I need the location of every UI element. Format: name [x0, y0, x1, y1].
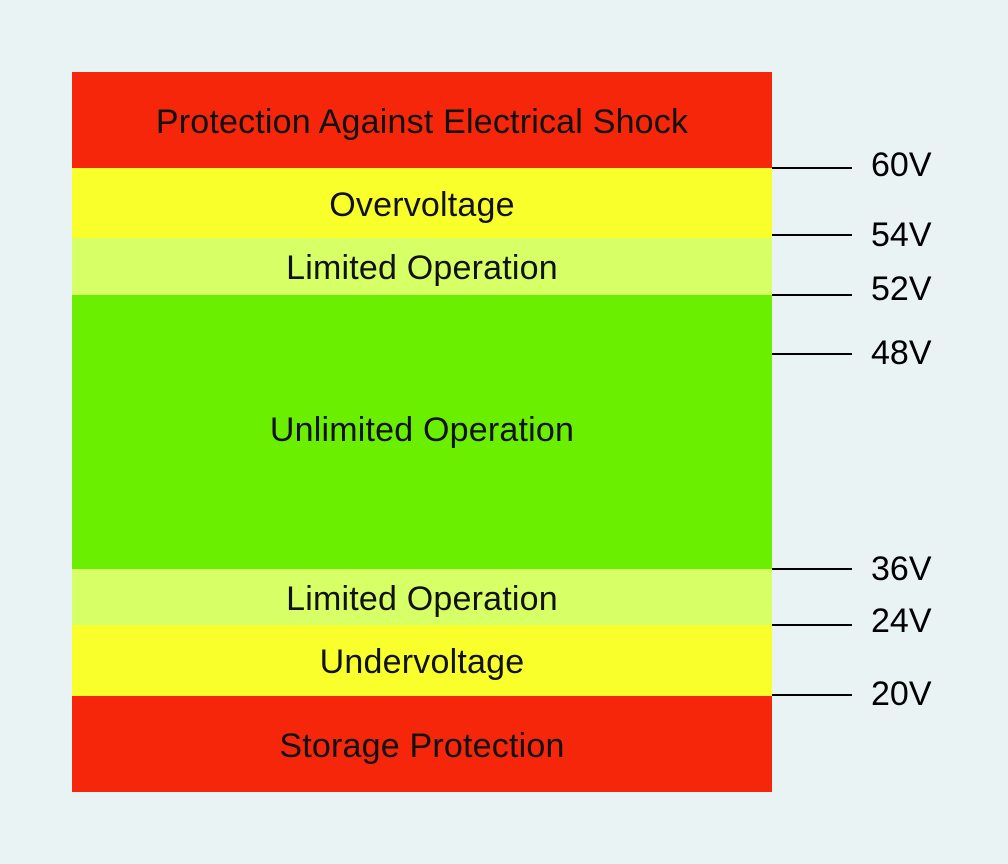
voltage-label-20v: 20V: [871, 675, 932, 713]
tick-line-20v: [772, 694, 852, 696]
band-unlimited-operation: Unlimited Operation: [72, 295, 772, 569]
band-overvoltage: Overvoltage: [72, 168, 772, 238]
band-limited-operation-upper: Limited Operation: [72, 238, 772, 295]
band-label: Protection Against Electrical Shock: [155, 102, 689, 141]
voltage-label-48v: 48V: [871, 334, 932, 372]
band-label: Storage Protection: [279, 726, 565, 765]
voltage-label-60v: 60V: [871, 146, 932, 184]
voltage-label-54v: 54V: [871, 216, 932, 254]
band-label: Limited Operation: [286, 579, 558, 618]
band-label: Undervoltage: [319, 643, 525, 681]
tick-line-52v: [772, 294, 852, 296]
band-label: Overvoltage: [329, 185, 515, 224]
voltage-label-36v: 36V: [871, 550, 932, 588]
tick-line-36v: [772, 568, 852, 570]
band-electrical-shock-protection: Protection Against Electrical Shock: [72, 72, 772, 168]
tick-line-48v: [772, 353, 852, 355]
tick-line-60v: [772, 167, 852, 169]
tick-line-54v: [772, 234, 852, 236]
voltage-label-52v: 52V: [871, 270, 932, 308]
voltage-label-24v: 24V: [871, 602, 932, 640]
band-limited-operation-lower: Limited Operation: [72, 569, 772, 625]
band-label: Limited Operation: [286, 249, 558, 287]
tick-line-24v: [772, 624, 852, 626]
band-storage-protection: Storage Protection: [72, 696, 772, 792]
band-label: Unlimited Operation: [269, 410, 575, 449]
band-undervoltage: Undervoltage: [72, 625, 772, 696]
